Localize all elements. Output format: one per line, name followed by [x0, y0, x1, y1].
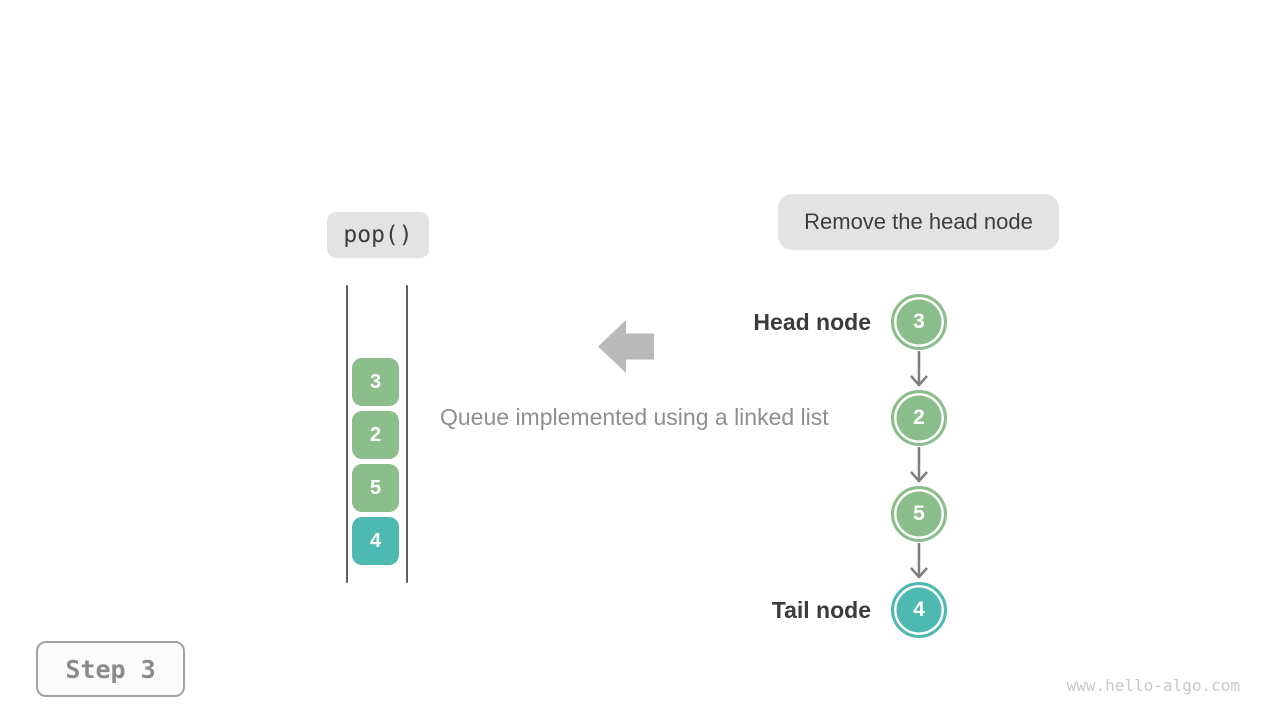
left-arrow-icon [598, 320, 654, 373]
linked-list-node: 5 [891, 486, 947, 542]
queue-container-left-wall [346, 285, 348, 583]
queue-item: 3 [352, 358, 399, 406]
tail-node-label: Tail node [771, 597, 871, 623]
queue-container-right-wall [406, 285, 408, 583]
pop-operation-text: pop() [343, 222, 413, 248]
linked-list-node: 2 [891, 390, 947, 446]
pop-operation-label: pop() [327, 212, 429, 258]
step-indicator-text: Step 3 [65, 654, 156, 684]
diagram-caption: Queue implemented using a linked list [440, 404, 829, 430]
site-watermark: www.hello-algo.com [1066, 676, 1240, 695]
down-arrow-icon [910, 447, 928, 483]
down-arrow-icon [910, 543, 928, 579]
queue-item: 5 [352, 464, 399, 512]
queue-item: 2 [352, 411, 399, 459]
head-node-label: Head node [753, 309, 871, 335]
step-indicator: Step 3 [36, 641, 185, 697]
remove-head-annotation-text: Remove the head node [804, 209, 1033, 234]
down-arrow-icon [910, 351, 928, 387]
remove-head-annotation: Remove the head node [778, 194, 1059, 250]
linked-list-node: 4 [891, 582, 947, 638]
queue-item: 4 [352, 517, 399, 565]
linked-list-node: 3 [891, 294, 947, 350]
